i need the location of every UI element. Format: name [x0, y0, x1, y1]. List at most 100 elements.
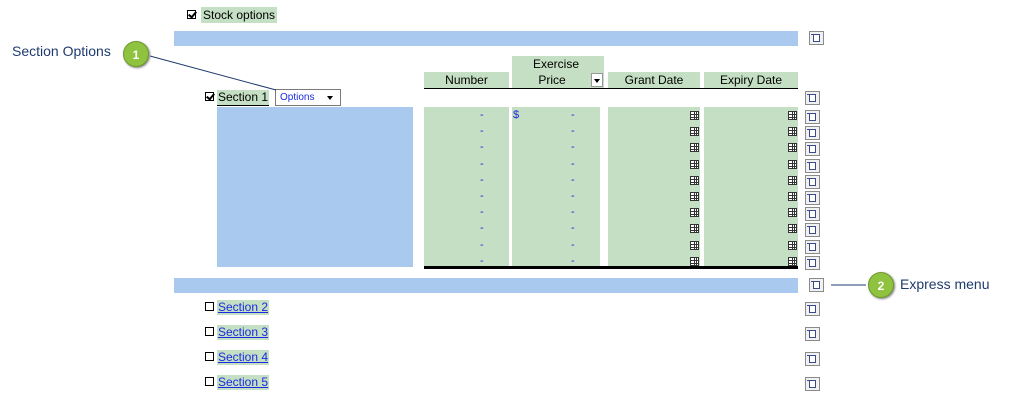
number-cell[interactable]: -	[480, 125, 484, 138]
section-5-express-button[interactable]	[805, 377, 820, 391]
expiry-date-calendar-icon[interactable]	[788, 111, 797, 120]
row-express-button[interactable]	[805, 126, 820, 141]
express-menu-button-top[interactable]	[809, 31, 824, 45]
express-menu-icon	[807, 113, 816, 121]
grant-date-column[interactable]	[608, 107, 700, 267]
stock-options-label: Stock options	[201, 7, 278, 23]
number-cell[interactable]: -	[480, 109, 484, 121]
exercise-price-cell[interactable]: -	[571, 238, 575, 251]
number-column[interactable]	[424, 107, 509, 267]
expiry-date-calendar-icon[interactable]	[788, 192, 797, 201]
section-4-express-button[interactable]	[805, 352, 820, 366]
expiry-date-column[interactable]	[704, 107, 798, 267]
grant-date-calendar-icon[interactable]	[690, 208, 699, 218]
express-menu-icon	[807, 177, 816, 186]
number-cell[interactable]: -	[480, 222, 484, 235]
grant-date-calendar-icon[interactable]	[690, 256, 699, 266]
expiry-date-calendar-icon[interactable]	[788, 224, 797, 234]
expiry-date-calendar-icon[interactable]	[788, 240, 797, 250]
section-4-checkbox[interactable]	[205, 352, 214, 361]
express-menu-icon	[807, 161, 816, 170]
expiry-date-calendar-icon[interactable]	[788, 175, 797, 185]
grant-date-calendar-icon[interactable]	[690, 224, 699, 234]
exercise-price-cell[interactable]: -	[571, 190, 575, 202]
number-header: Number	[445, 73, 488, 87]
callout-2-badge: 2	[868, 272, 894, 298]
row-express-button[interactable]	[805, 223, 820, 238]
grant-date-calendar-icon[interactable]	[690, 111, 699, 120]
row-express-button[interactable]	[805, 239, 820, 254]
exercise-price-cell[interactable]: -	[571, 109, 575, 121]
express-menu-icon	[807, 194, 816, 202]
exercise-price-cell[interactable]: -	[571, 173, 575, 186]
row-express-button[interactable]	[805, 207, 820, 222]
express-menu-icon	[807, 380, 816, 388]
number-header-bg	[424, 72, 509, 89]
grant-date-calendar-icon[interactable]	[690, 175, 699, 185]
number-cell[interactable]: -	[480, 141, 484, 154]
expiry-date-calendar-icon[interactable]	[788, 159, 797, 169]
express-menu-icon	[807, 258, 816, 267]
section-2-express-button[interactable]	[805, 302, 820, 316]
number-cell[interactable]: -	[480, 206, 484, 219]
row-express-button[interactable]	[805, 191, 820, 205]
expiry-date-calendar-icon[interactable]	[788, 208, 797, 218]
express-menu-icon	[807, 305, 816, 313]
section-1-band	[174, 278, 798, 293]
section-1-description-area[interactable]	[217, 107, 413, 267]
exercise-price-column[interactable]	[512, 107, 600, 267]
express-menu-icon	[807, 94, 816, 102]
express-menu-icon	[811, 281, 820, 289]
section-options-dropdown[interactable]: Options	[275, 89, 341, 106]
callout-2-text: Express menu	[900, 276, 990, 292]
exercise-price-cell[interactable]: -	[571, 125, 575, 138]
row-express-button[interactable]	[805, 158, 820, 173]
expiry-date-header: Expiry Date	[719, 73, 783, 87]
number-cell[interactable]: -	[480, 173, 484, 186]
section-1-express-button[interactable]	[805, 91, 820, 105]
exercise-price-dropdown[interactable]	[591, 73, 603, 87]
exercise-price-cell[interactable]: -	[571, 206, 575, 219]
grant-date-calendar-icon[interactable]	[690, 143, 699, 153]
exercise-price-header-line2: Price	[538, 73, 566, 87]
section-1-checkbox[interactable]	[205, 92, 214, 101]
section-5-link[interactable]: Section 5	[217, 375, 270, 390]
row-express-button[interactable]	[805, 142, 820, 157]
section-2-link[interactable]: Section 2	[217, 300, 270, 315]
section-options-label: Options	[280, 92, 315, 103]
expiry-date-calendar-icon[interactable]	[788, 143, 797, 153]
express-menu-icon	[811, 34, 820, 42]
exercise-price-cell[interactable]: -	[571, 254, 575, 267]
row-express-button[interactable]	[805, 174, 820, 189]
grant-date-calendar-icon[interactable]	[690, 192, 699, 201]
section-3-link[interactable]: Section 3	[217, 325, 270, 340]
callout-1-text: Section Options	[12, 43, 111, 59]
grant-date-calendar-icon[interactable]	[690, 159, 699, 169]
row-express-button[interactable]	[805, 255, 820, 270]
expiry-date-calendar-icon[interactable]	[788, 127, 797, 137]
number-cell[interactable]: -	[480, 157, 484, 170]
section-3-checkbox[interactable]	[205, 327, 214, 336]
number-cell[interactable]: -	[480, 254, 484, 267]
section-3-express-button[interactable]	[805, 327, 820, 341]
grant-date-calendar-icon[interactable]	[690, 127, 699, 137]
section-2-checkbox[interactable]	[205, 302, 214, 311]
express-menu-icon	[807, 330, 816, 338]
express-menu-button[interactable]	[809, 278, 824, 292]
stock-options-checkbox[interactable]	[187, 10, 196, 19]
section-4-link[interactable]: Section 4	[217, 350, 270, 365]
section-5-checkbox[interactable]	[205, 377, 214, 386]
exercise-price-cell[interactable]: -	[571, 157, 575, 170]
exercise-price-cell[interactable]: -	[571, 141, 575, 154]
expiry-date-calendar-icon[interactable]	[788, 256, 797, 266]
number-cell[interactable]: -	[480, 190, 484, 202]
exercise-price-cell[interactable]: -	[571, 222, 575, 235]
grant-date-calendar-icon[interactable]	[690, 240, 699, 250]
chevron-down-icon	[594, 79, 600, 83]
currency-symbol: $	[513, 109, 520, 121]
section-1-total-line	[424, 266, 798, 269]
number-cell[interactable]: -	[480, 238, 484, 251]
callout-1-leader	[149, 55, 277, 91]
row-express-button[interactable]	[805, 110, 820, 124]
header-underline	[424, 88, 798, 89]
